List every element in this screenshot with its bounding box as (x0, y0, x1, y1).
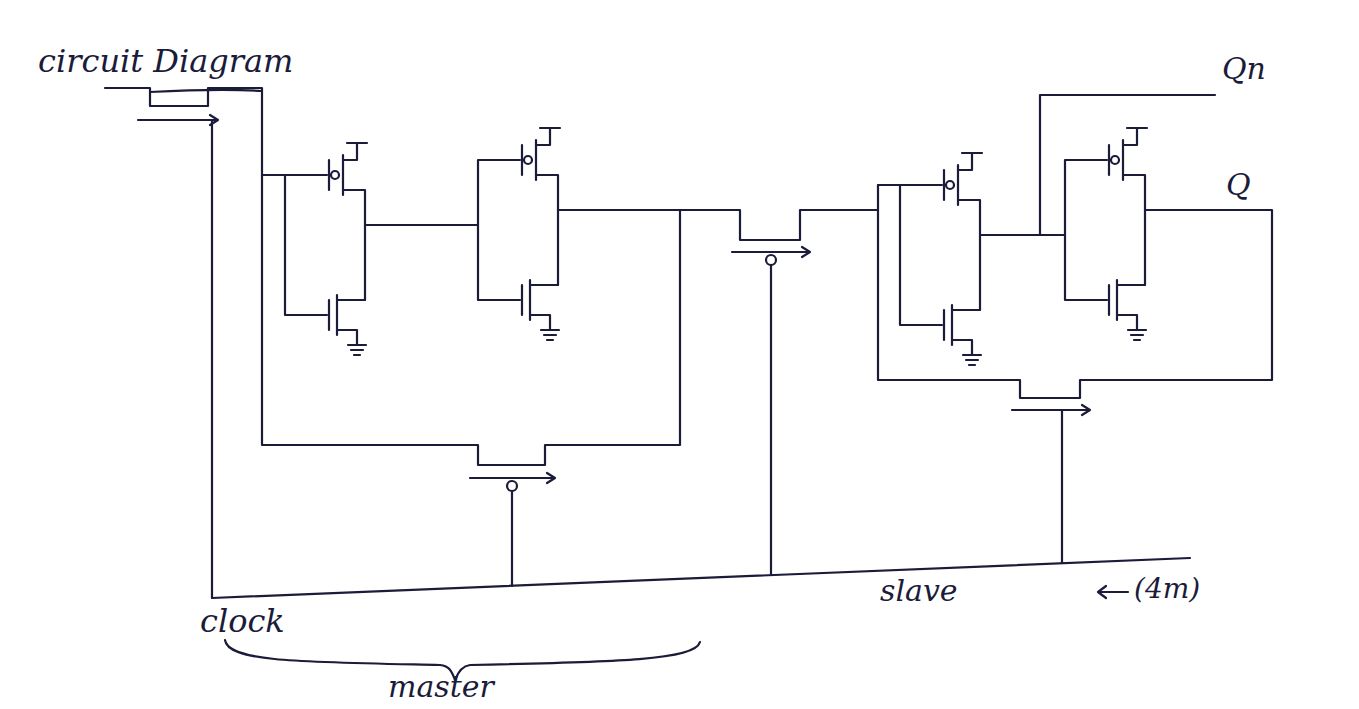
gate-wire (511, 491, 513, 586)
wire (365, 224, 478, 226)
gate-bubble (507, 481, 517, 491)
signal-name: Qn (1222, 52, 1266, 85)
gate-wire (1012, 405, 1090, 563)
note: (4m) (1134, 574, 1200, 605)
inverter-symbol (285, 143, 385, 355)
inverter-symbol (1065, 128, 1165, 340)
inverter-symbol (900, 153, 1000, 365)
signal-name: clock (200, 604, 285, 639)
gate-wire (770, 265, 772, 575)
wire (1040, 95, 1215, 235)
inverter-symbol (478, 128, 578, 340)
wire (558, 210, 878, 240)
wire (878, 184, 900, 186)
diagram-title: circuit Diagram (38, 44, 293, 79)
clock-bus (212, 558, 1190, 598)
gate-wire (138, 115, 218, 598)
gate-bubble (766, 255, 776, 265)
wire (980, 234, 1065, 236)
section-label: slave (880, 574, 958, 607)
signal-name: Q (1226, 168, 1251, 201)
arrow (1098, 586, 1128, 598)
wire (262, 174, 285, 176)
section-label: master (388, 670, 494, 703)
wire (878, 185, 1272, 398)
title-underline (150, 90, 262, 92)
wire (105, 88, 680, 465)
